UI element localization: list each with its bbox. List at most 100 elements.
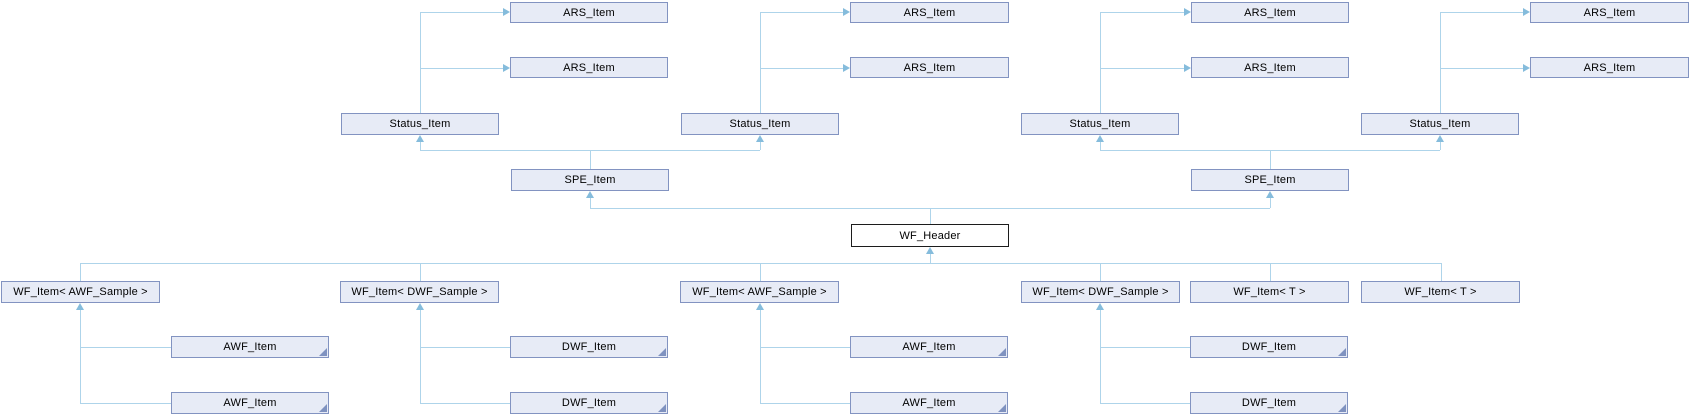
- connector-segment-v: [1100, 310, 1101, 403]
- node-wf-item-dwf-2[interactable]: WF_Item< DWF_Sample >: [1021, 281, 1180, 303]
- connector-segment-h: [1100, 68, 1185, 69]
- arrowhead-up-icon: [1096, 135, 1104, 142]
- connector-segment-h: [1440, 12, 1524, 13]
- connector-segment-v: [590, 198, 591, 208]
- connector-segment-v: [1270, 263, 1271, 281]
- arrowhead-up-icon: [756, 135, 764, 142]
- node-label: Status_Item: [1409, 118, 1471, 130]
- folded-corner-icon: [658, 348, 666, 356]
- node-wf-item-dwf-1[interactable]: WF_Item< DWF_Sample >: [340, 281, 499, 303]
- node-ars-item-1b[interactable]: ARS_Item: [510, 57, 668, 78]
- node-label: AWF_Item: [902, 341, 956, 353]
- node-ars-item-3a[interactable]: ARS_Item: [1191, 2, 1349, 23]
- node-label: AWF_Item: [223, 397, 277, 409]
- connector-segment-h: [80, 347, 171, 348]
- node-awf-item-2b[interactable]: AWF_Item: [850, 392, 1008, 414]
- node-label: ARS_Item: [563, 6, 615, 19]
- node-dwf-item-2a[interactable]: DWF_Item: [1190, 336, 1348, 358]
- arrowhead-up-icon: [76, 303, 84, 310]
- node-wf-header[interactable]: WF_Header: [851, 224, 1009, 247]
- node-ars-item-2a[interactable]: ARS_Item: [850, 2, 1009, 23]
- node-wf-item-awf-2[interactable]: WF_Item< AWF_Sample >: [680, 281, 839, 303]
- node-ars-item-4a[interactable]: ARS_Item: [1530, 2, 1689, 23]
- node-label: WF_Item< DWF_Sample >: [351, 286, 488, 298]
- arrowhead-right-icon: [503, 64, 510, 72]
- connector-segment-h: [420, 347, 510, 348]
- node-wf-item-awf-1[interactable]: WF_Item< AWF_Sample >: [1, 281, 160, 303]
- connector-segment-v: [590, 150, 591, 169]
- connector-segment-v: [420, 263, 421, 281]
- node-wf-item-t-2[interactable]: WF_Item< T >: [1361, 281, 1520, 303]
- node-spe-item-2[interactable]: SPE_Item: [1191, 169, 1349, 191]
- connector-segment-h: [760, 347, 850, 348]
- connector-segment-v: [1440, 12, 1441, 113]
- connector-segment-v: [760, 310, 761, 403]
- connector-segment-v: [420, 142, 421, 150]
- folded-corner-icon: [319, 348, 327, 356]
- arrowhead-right-icon: [843, 8, 850, 16]
- node-label: WF_Item< DWF_Sample >: [1032, 286, 1169, 298]
- node-ars-item-4b[interactable]: ARS_Item: [1530, 57, 1689, 78]
- connector-segment-h: [420, 68, 504, 69]
- node-dwf-item-2b[interactable]: DWF_Item: [1190, 392, 1348, 414]
- node-status-item-1[interactable]: Status_Item: [341, 113, 499, 135]
- connector-segment-h: [760, 403, 850, 404]
- node-ars-item-2b[interactable]: ARS_Item: [850, 57, 1009, 78]
- node-label: WF_Item< T >: [1404, 286, 1477, 298]
- node-awf-item-1b[interactable]: AWF_Item: [171, 392, 329, 414]
- node-ars-item-1a[interactable]: ARS_Item: [510, 2, 668, 23]
- connector-segment-v: [760, 142, 761, 150]
- node-status-item-4[interactable]: Status_Item: [1361, 113, 1519, 135]
- node-status-item-3[interactable]: Status_Item: [1021, 113, 1179, 135]
- arrowhead-up-icon: [586, 191, 594, 198]
- node-label: ARS_Item: [1244, 61, 1296, 74]
- node-label: WF_Item< AWF_Sample >: [13, 286, 148, 298]
- node-label: SPE_Item: [564, 174, 616, 186]
- node-label: AWF_Item: [223, 341, 277, 353]
- arrowhead-up-icon: [1436, 135, 1444, 142]
- folded-corner-icon: [998, 404, 1006, 412]
- node-dwf-item-1b[interactable]: DWF_Item: [510, 392, 668, 414]
- node-label: SPE_Item: [1244, 174, 1296, 186]
- node-label: ARS_Item: [903, 6, 956, 19]
- node-status-item-2[interactable]: Status_Item: [681, 113, 839, 135]
- node-spe-item-1[interactable]: SPE_Item: [511, 169, 669, 191]
- arrowhead-up-icon: [756, 303, 764, 310]
- connector-segment-v: [420, 310, 421, 403]
- node-label: DWF_Item: [561, 397, 617, 409]
- connector-segment-v: [1270, 198, 1271, 208]
- connector-segment-h: [80, 403, 171, 404]
- connector-segment-v: [1100, 263, 1101, 281]
- node-ars-item-3b[interactable]: ARS_Item: [1191, 57, 1349, 78]
- arrowhead-up-icon: [416, 303, 424, 310]
- node-label: Status_Item: [389, 118, 451, 130]
- connector-segment-h: [1100, 403, 1190, 404]
- node-label: DWF_Item: [1241, 341, 1297, 353]
- node-label: Status_Item: [729, 118, 791, 130]
- node-awf-item-2a[interactable]: AWF_Item: [850, 336, 1008, 358]
- connector-segment-v: [80, 310, 81, 403]
- connector-segment-v: [1100, 12, 1101, 113]
- connector-segment-h: [1100, 347, 1190, 348]
- folded-corner-icon: [998, 348, 1006, 356]
- folded-corner-icon: [319, 404, 327, 412]
- connector-segment-v: [80, 263, 81, 281]
- arrowhead-right-icon: [1184, 64, 1191, 72]
- folded-corner-icon: [1338, 404, 1346, 412]
- node-label: DWF_Item: [1241, 397, 1297, 409]
- arrowhead-up-icon: [1096, 303, 1104, 310]
- connector-segment-v: [760, 263, 761, 281]
- node-dwf-item-1a[interactable]: DWF_Item: [510, 336, 668, 358]
- connector-segment-v: [1441, 263, 1442, 281]
- connector-segment-v: [760, 12, 761, 113]
- node-label: WF_Header: [899, 229, 961, 242]
- connector-segment-v: [420, 12, 421, 113]
- connector-segment-v: [1100, 142, 1101, 150]
- node-label: ARS_Item: [1583, 6, 1636, 19]
- node-label: ARS_Item: [903, 61, 956, 74]
- node-wf-item-t-1[interactable]: WF_Item< T >: [1190, 281, 1349, 303]
- node-awf-item-1a[interactable]: AWF_Item: [171, 336, 329, 358]
- arrowhead-right-icon: [1523, 8, 1530, 16]
- connector-segment-h: [760, 12, 844, 13]
- connector-segment-v: [930, 208, 931, 224]
